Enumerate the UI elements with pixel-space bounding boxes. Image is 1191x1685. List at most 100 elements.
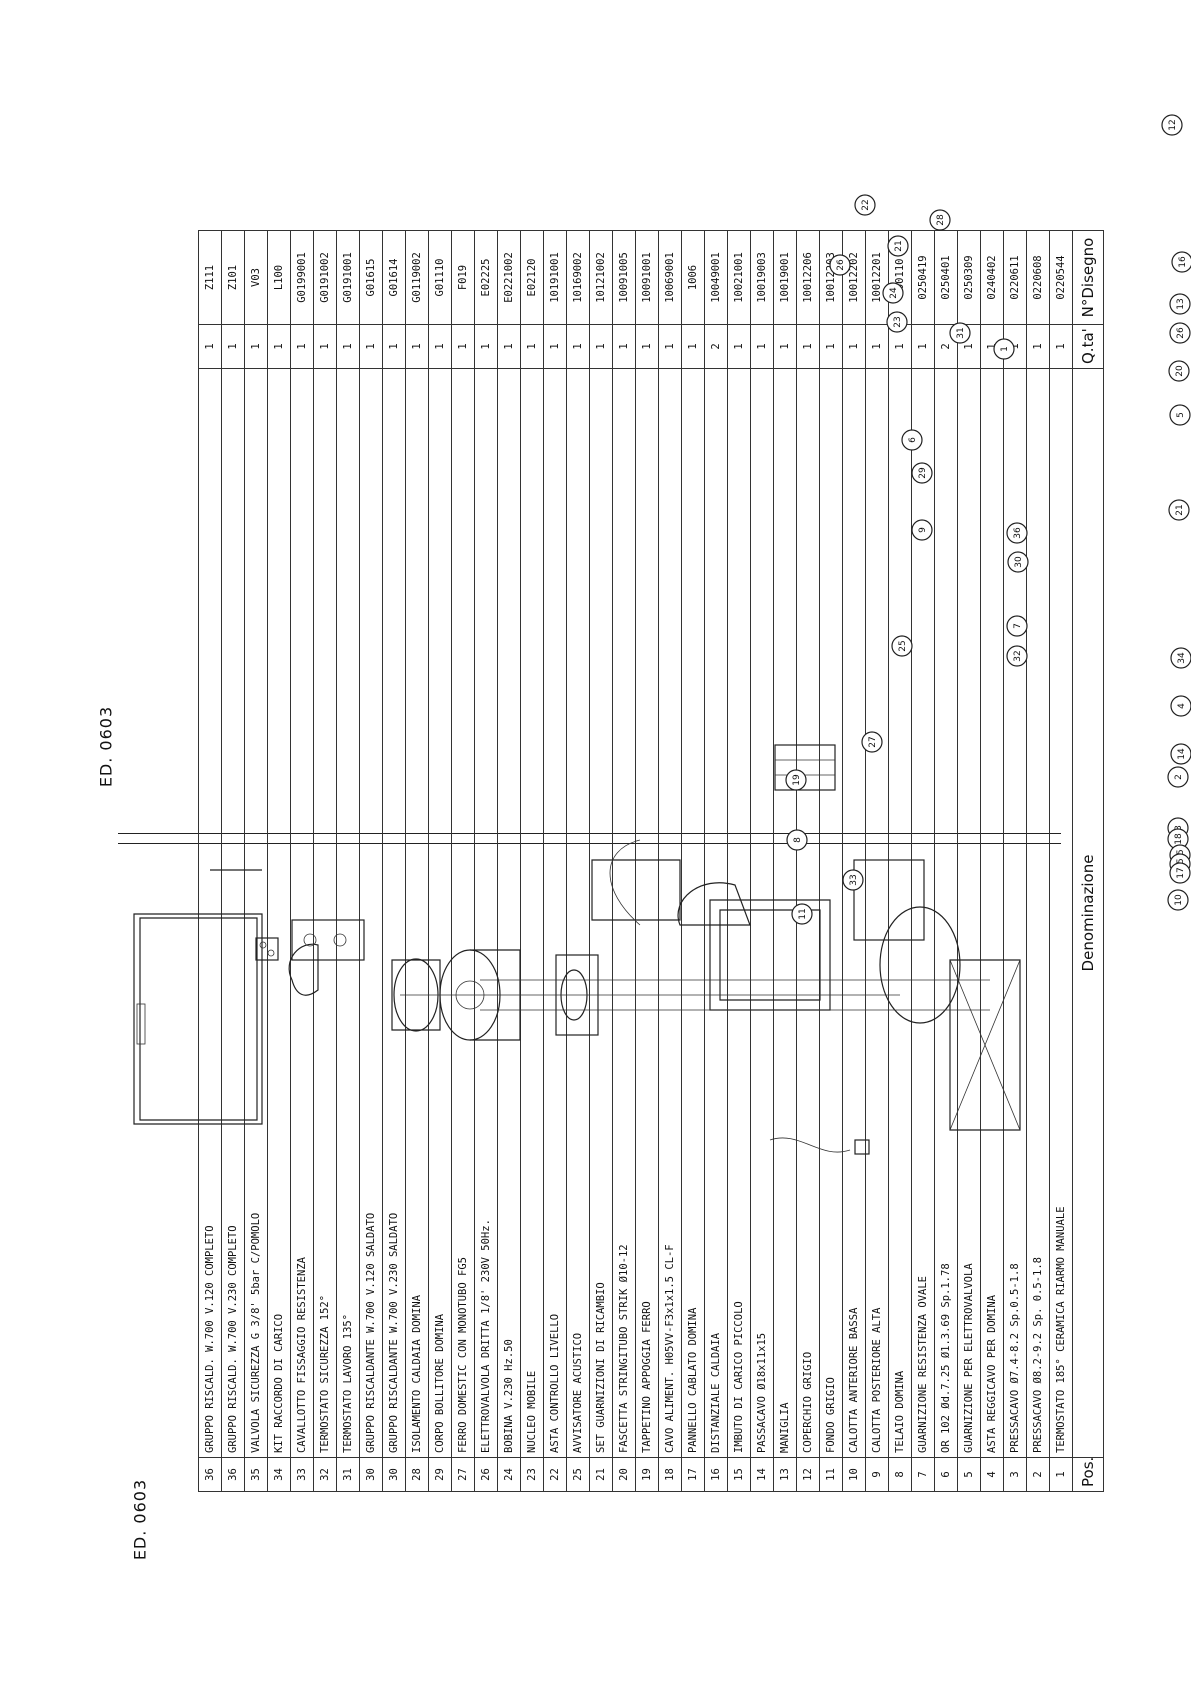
callout-circle — [886, 311, 908, 333]
callout-bubble: 34 — [1170, 647, 1191, 669]
callout-bubble: 1 — [993, 338, 1015, 360]
section-divider — [118, 833, 1061, 855]
callout-bubble: 29 — [911, 462, 933, 484]
spare-gaskets — [255, 937, 279, 961]
callout-circle — [911, 462, 933, 484]
callout-number: 33 — [849, 874, 859, 885]
callout-circle — [861, 731, 883, 753]
callout-bubble: 12 — [1161, 114, 1183, 136]
callout-circle — [911, 519, 933, 541]
callout-circle — [1161, 114, 1183, 136]
callout-circle — [1006, 522, 1028, 544]
callout-number: 14 — [1177, 748, 1187, 760]
callout-number: 5 — [1176, 412, 1186, 418]
callout-circle — [993, 338, 1015, 360]
callout-bubble: 7 — [1006, 615, 1028, 637]
callout-circle — [1007, 551, 1029, 573]
callout-circle — [1171, 251, 1191, 273]
callout-circle — [891, 635, 913, 657]
callout-number: 23 — [893, 316, 903, 327]
assembly-lines — [400, 979, 990, 1011]
callout-circle — [1169, 293, 1191, 315]
callout-bubble: 13 — [1169, 293, 1191, 315]
callout-number: 25 — [898, 640, 908, 651]
callout-number: 2 — [1174, 774, 1184, 780]
callout-layer: 1222212624232862992527198331131136307321… — [785, 114, 1191, 925]
callout-circle — [1167, 766, 1189, 788]
callout-circle — [842, 869, 864, 891]
callout-bubble: 21 — [1168, 499, 1190, 521]
callout-bubble: 20 — [1168, 360, 1190, 382]
callout-circle — [1168, 499, 1190, 521]
callout-number: 4 — [1177, 703, 1187, 709]
bottom-base — [949, 959, 1021, 1131]
callout-number: 29 — [918, 467, 928, 479]
callout-circle — [785, 769, 807, 791]
callout-number: 13 — [1176, 298, 1186, 309]
solenoid-valve-group — [291, 919, 365, 961]
callout-circle — [882, 282, 904, 304]
callout-circle — [1170, 695, 1191, 717]
callout-number: 28 — [936, 214, 946, 226]
iron — [609, 839, 751, 926]
callout-circle — [786, 829, 808, 851]
callout-number: 27 — [868, 736, 878, 747]
callout-number: 6 — [908, 437, 918, 443]
callout-bubble: 2 — [1167, 766, 1189, 788]
power-cable — [769, 1137, 870, 1155]
callout-bubble: 22 — [854, 194, 876, 216]
callout-circle — [1169, 862, 1191, 884]
callout-number: 11 — [798, 908, 808, 919]
callout-circle — [854, 194, 876, 216]
callout-bubble: 17 — [1169, 862, 1191, 884]
callout-circle — [949, 322, 971, 344]
callout-number: 21 — [1175, 504, 1185, 515]
callout-bubble: 21 — [887, 235, 909, 257]
rear-cap — [591, 859, 681, 921]
callout-number: 9 — [918, 527, 928, 533]
callout-circle — [1006, 645, 1028, 667]
callout-bubble: 36 — [1006, 522, 1028, 544]
callout-number: 30 — [1014, 556, 1024, 568]
callout-number: 17 — [1176, 867, 1186, 878]
callout-circle — [1170, 743, 1191, 765]
callout-number: 16 — [1178, 256, 1188, 268]
callout-bubble: 11 — [791, 903, 813, 925]
callout-bubble: 33 — [842, 869, 864, 891]
callout-bubble: 26 — [1169, 322, 1191, 344]
callout-bubble: 5 — [1169, 404, 1191, 426]
callout-bubble: 32 — [1006, 645, 1028, 667]
callout-bubble: 23 — [886, 311, 908, 333]
callout-bubble: 25 — [891, 635, 913, 657]
callout-bubble: 8 — [786, 829, 808, 851]
callout-circle — [1170, 647, 1191, 669]
callout-circle — [1168, 360, 1190, 382]
callout-bubble: 18 — [1167, 828, 1189, 850]
callout-bubble: 16 — [1171, 251, 1191, 273]
callout-bubble: 24 — [882, 282, 904, 304]
callout-bubble: 4 — [1170, 695, 1191, 717]
callout-bubble: 9 — [911, 519, 933, 541]
callout-number: 31 — [956, 327, 966, 338]
callout-number: 19 — [792, 774, 802, 786]
callout-circle — [901, 429, 923, 451]
callout-bubble: 30 — [1007, 551, 1029, 573]
callout-number: 1 — [1000, 346, 1010, 352]
callout-number: 36 — [1013, 527, 1023, 539]
callout-number: 34 — [1177, 652, 1187, 664]
callout-number: 10 — [1174, 894, 1184, 906]
callout-bubble: 31 — [949, 322, 971, 344]
callout-circle — [1169, 404, 1191, 426]
callout-bubble: 27 — [861, 731, 883, 753]
front-cap — [853, 859, 961, 1024]
callout-number: 26 — [1176, 327, 1186, 339]
callout-circle — [1167, 889, 1189, 911]
callout-number: 12 — [1168, 119, 1178, 130]
callout-bubble: 28 — [929, 209, 951, 231]
callout-circle — [887, 235, 909, 257]
callout-circle — [1006, 615, 1028, 637]
callout-number: 32 — [1013, 650, 1023, 661]
callout-bubble: 26 — [829, 254, 851, 276]
